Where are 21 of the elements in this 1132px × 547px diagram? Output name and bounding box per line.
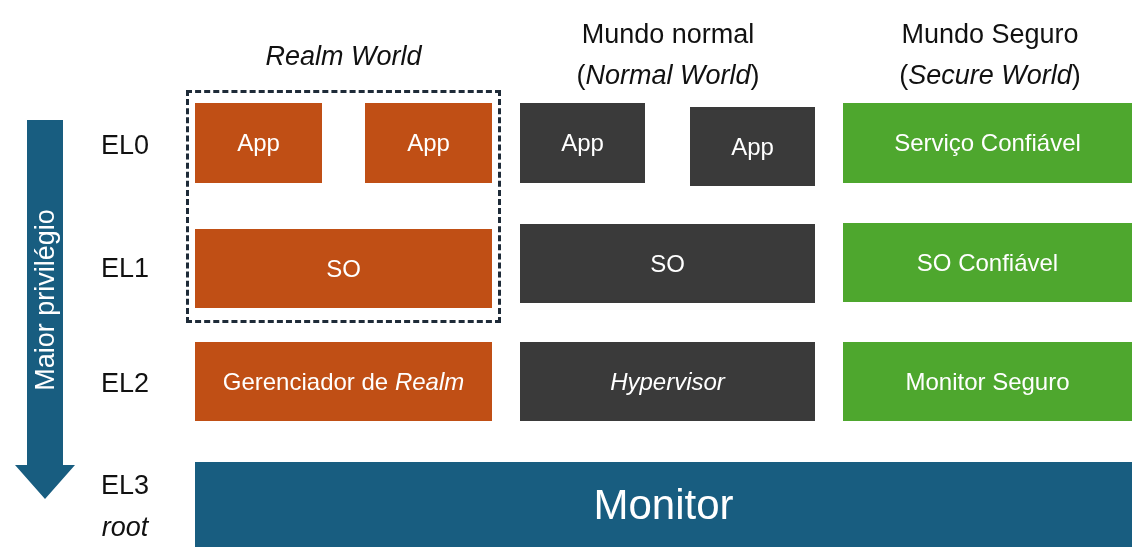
column-heading: Mundo Seguro (Secure World) [898, 17, 1082, 92]
layer-box: Monitor Seguro [843, 342, 1132, 421]
level-label: EL0 [101, 128, 149, 162]
layer-box: App [365, 103, 492, 183]
layer-box: Monitor [195, 462, 1132, 547]
layer-box: SO [195, 229, 492, 308]
layer-box: Serviço Confiável [843, 103, 1132, 183]
column-heading: Mundo normal (Normal World) [575, 17, 761, 92]
level-label: EL1 [101, 251, 149, 285]
layer-box: App [690, 107, 815, 186]
layer-box: Gerenciador de Realm [195, 342, 492, 421]
arrow-label: Maior privilégio [29, 209, 61, 391]
layer-box: SO Confiável [843, 223, 1132, 302]
layer-box: Hypervisor [520, 342, 815, 421]
region-heading: Realm World [264, 41, 423, 72]
layer-box: SO [520, 224, 815, 303]
layer-box: App [520, 103, 645, 183]
level-label: EL2 [101, 366, 149, 400]
level-label: EL3 [101, 468, 149, 502]
layer-box: App [195, 103, 322, 183]
level-label: root [101, 510, 149, 544]
